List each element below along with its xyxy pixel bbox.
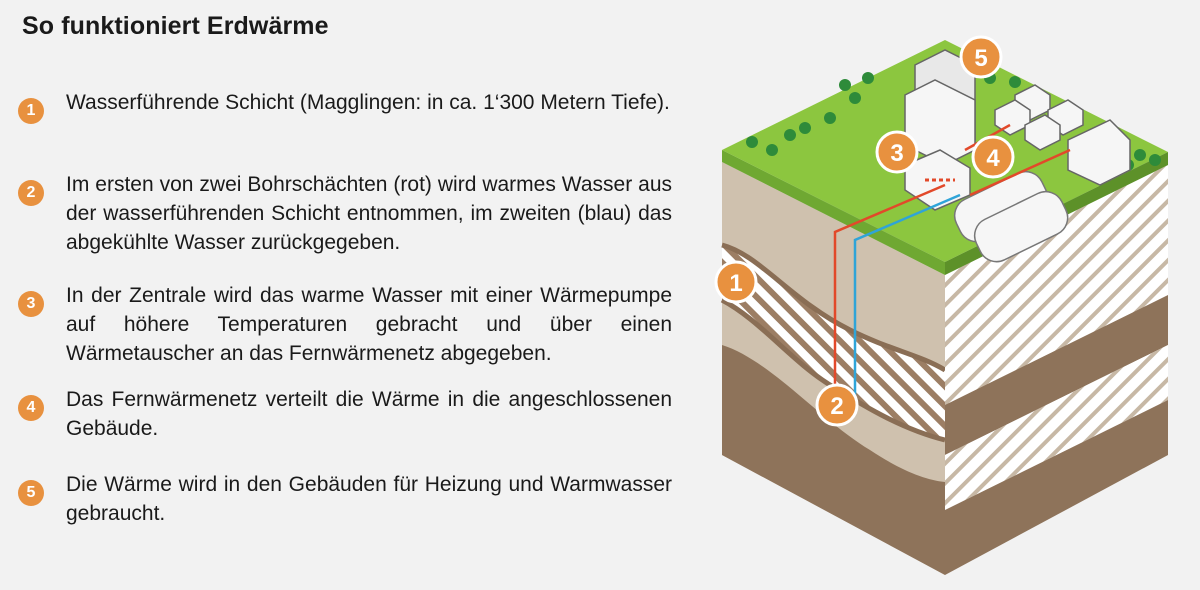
step-text: Die Wärme wird in den Gebäuden für Heizu… bbox=[66, 473, 672, 525]
marker-2: 2 bbox=[815, 383, 859, 427]
step-text: Das Fernwärmenetz verteilt die Wärme in … bbox=[66, 388, 672, 440]
step-number-badge: 5 bbox=[18, 480, 44, 506]
step-5: 5 Die Wärme wird in den Gebäuden für Hei… bbox=[18, 470, 678, 528]
marker-3-label: 3 bbox=[890, 140, 903, 167]
marker-4-label: 4 bbox=[986, 145, 1000, 172]
marker-3: 3 bbox=[875, 130, 919, 174]
marker-2-label: 2 bbox=[830, 393, 843, 420]
step-2: 2 Im ersten von zwei Bohrschächten (rot)… bbox=[18, 170, 678, 257]
houses bbox=[994, 84, 1084, 151]
right-soil-face bbox=[945, 165, 1168, 575]
marker-4: 4 bbox=[971, 135, 1015, 179]
step-text: Im ersten von zwei Bohrschächten (rot) w… bbox=[66, 173, 672, 254]
marker-1: 1 bbox=[714, 260, 758, 304]
factory bbox=[1067, 119, 1131, 186]
step-number-badge: 4 bbox=[18, 395, 44, 421]
page-title: So funktioniert Erdwärme bbox=[22, 12, 329, 40]
marker-1-label: 1 bbox=[729, 270, 742, 297]
step-text: Wasserführende Schicht (Magglingen: in c… bbox=[66, 91, 670, 114]
step-3: 3 In der Zentrale wird das warme Wasser … bbox=[18, 281, 678, 368]
step-number-badge: 3 bbox=[18, 291, 44, 317]
step-1: 1 Wasserführende Schicht (Magglingen: in… bbox=[18, 88, 678, 124]
office-buildings bbox=[904, 49, 976, 166]
step-text: In der Zentrale wird das warme Wasser mi… bbox=[66, 284, 672, 365]
step-number-badge: 2 bbox=[18, 180, 44, 206]
left-soil-face bbox=[720, 162, 947, 575]
greenhouses bbox=[953, 170, 1069, 263]
step-4: 4 Das Fernwärmenetz verteilt die Wärme i… bbox=[18, 385, 678, 443]
diagram-markers: 1 2 3 4 5 bbox=[714, 35, 1015, 427]
marker-5: 5 bbox=[959, 35, 1003, 79]
geothermal-block-diagram: 1 2 3 4 5 bbox=[714, 35, 1168, 575]
step-number-badge: 1 bbox=[18, 98, 44, 124]
marker-5-label: 5 bbox=[974, 45, 987, 72]
